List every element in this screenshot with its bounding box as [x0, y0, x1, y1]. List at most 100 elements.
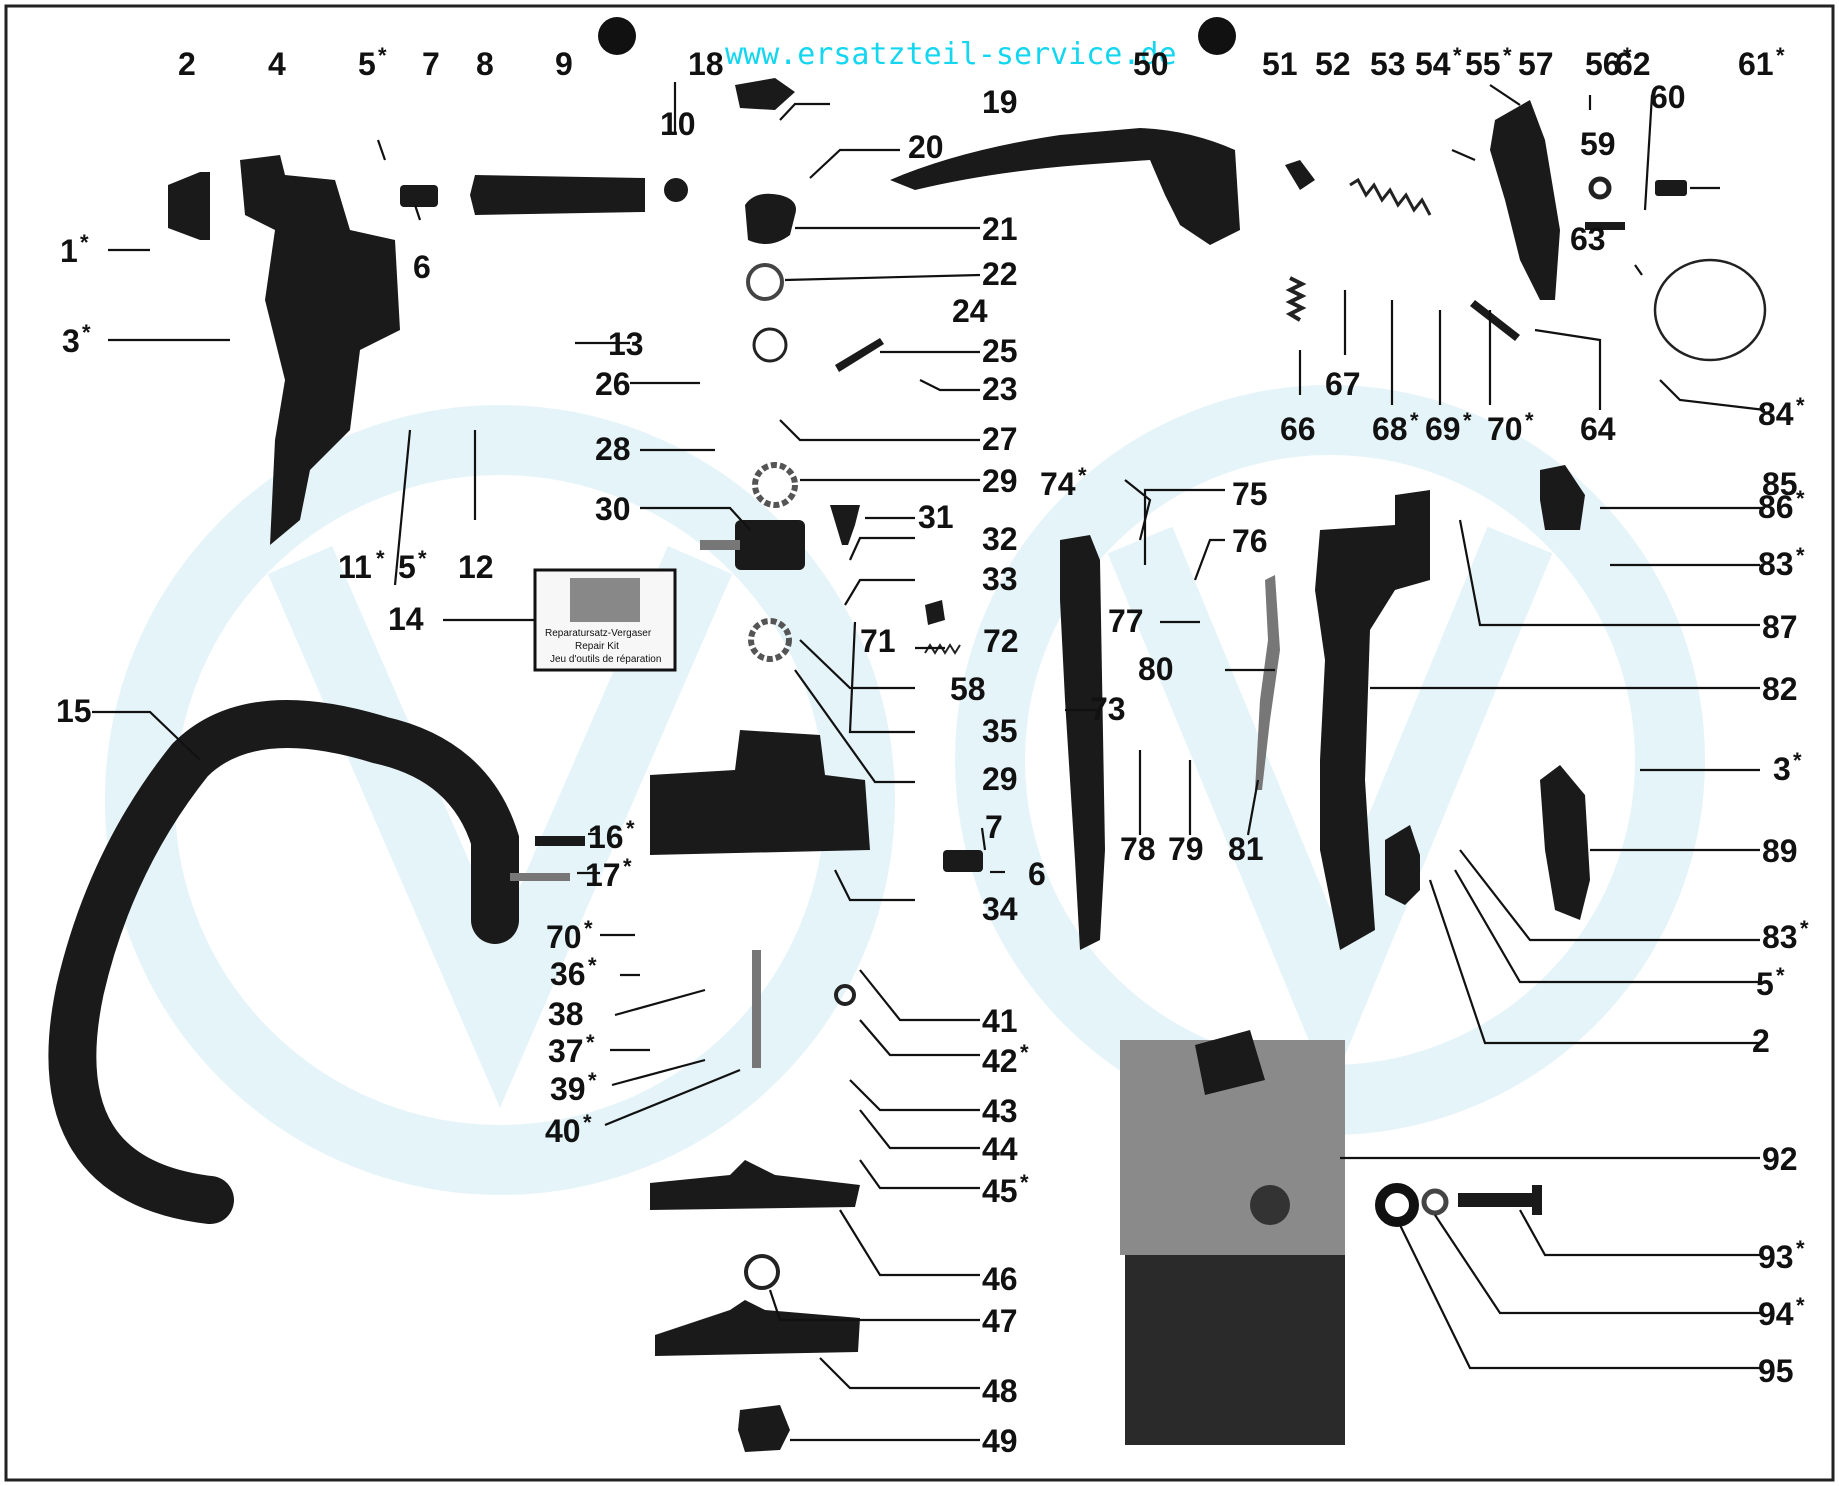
callout-star-5-2: * [418, 546, 427, 571]
callout-label-23: 23 [982, 371, 1018, 407]
part-94-washer [1421, 1188, 1449, 1216]
callout-label-84: 84 [1758, 396, 1794, 432]
part-7-sleeve [400, 185, 438, 207]
callout-label-11: 11 [338, 549, 372, 585]
part-16-pin [535, 836, 585, 846]
part-21-boot [745, 193, 796, 244]
callout-label-2-2: 2 [1752, 1023, 1770, 1059]
callout-label-27: 27 [982, 421, 1018, 457]
callout-label-44: 44 [982, 1131, 1018, 1167]
callout-label-16: 16 [588, 819, 624, 855]
callout-label-30: 30 [595, 491, 631, 527]
repair-kit-line2: Repair Kit [575, 641, 619, 652]
part-95-washer [1375, 1183, 1419, 1227]
part-60 [1655, 180, 1687, 196]
callout-label-78: 78 [1120, 831, 1156, 867]
callout-label-36: 36 [550, 956, 586, 992]
callout-label-39: 39 [550, 1071, 586, 1107]
callout-label-33: 33 [982, 561, 1018, 597]
callout-label-46: 46 [982, 1261, 1018, 1297]
part-7-lower-sleeve [943, 850, 983, 872]
callout-label-67: 67 [1325, 366, 1361, 402]
callout-label-2: 2 [178, 46, 196, 82]
callout-label-82: 82 [1762, 671, 1798, 707]
callout-label-29: 29 [982, 463, 1018, 499]
callout-label-21: 21 [982, 211, 1018, 247]
callout-label-28: 28 [595, 431, 631, 467]
callout-label-35: 35 [982, 713, 1018, 749]
callout-label-34: 34 [982, 891, 1018, 927]
part-80-link [1255, 575, 1280, 790]
callout-label-32: 32 [982, 521, 1018, 557]
callout-label-89: 89 [1762, 833, 1798, 869]
callout-label-7: 7 [422, 46, 440, 82]
callout-star-16: * [626, 816, 635, 841]
callout-label-20: 20 [908, 129, 944, 165]
callout-star-56: * [1623, 43, 1632, 68]
part-89 [1540, 765, 1590, 920]
callout-star-94: * [1796, 1293, 1805, 1318]
repair-kit-line3: Jeu d'outils de réparation [550, 654, 661, 665]
watermark-url: www.ersatzteil-service.de [725, 37, 1177, 72]
callout-label-70-2: 70 [546, 919, 582, 955]
callout-star-69: * [1463, 408, 1472, 433]
part-2-lower-cap [1385, 825, 1420, 905]
leader-lines [92, 82, 1766, 1442]
part-42-ring [834, 984, 856, 1006]
callout-label-26: 26 [595, 366, 631, 402]
callout-label-17: 17 [585, 857, 621, 893]
callout-label-60: 60 [1650, 79, 1686, 115]
callout-label-93: 93 [1758, 1239, 1794, 1275]
part-29-washer-top [752, 462, 798, 508]
callout-label-80: 80 [1138, 651, 1174, 687]
callout-label-15: 15 [56, 693, 92, 729]
callout-label-24: 24 [952, 293, 988, 329]
callout-label-69: 69 [1425, 411, 1461, 447]
callout-star-5-3: * [1776, 963, 1785, 988]
callout-star-5: * [378, 43, 387, 68]
callout-label-1: 1 [60, 233, 78, 269]
part-2-cap [168, 172, 210, 240]
repair-kit-box: Reparatursatz-Vergaser Repair Kit Jeu d'… [533, 568, 677, 672]
callout-star-40: * [583, 1110, 592, 1135]
part-93-bolt [1458, 1193, 1538, 1207]
part-49-knob [738, 1405, 790, 1452]
callout-label-45: 45 [982, 1173, 1018, 1209]
callout-label-31: 31 [918, 499, 954, 535]
callout-label-10: 10 [660, 106, 696, 142]
part-23-ring [752, 327, 788, 363]
part-22-ring [746, 263, 784, 301]
callout-label-19: 19 [982, 84, 1018, 120]
part-64-cable-end [1470, 300, 1520, 341]
punch-hole-right [1198, 17, 1236, 55]
callout-label-59: 59 [1580, 126, 1616, 162]
part-92-bolt-hole [1250, 1185, 1290, 1225]
part-31-plug [830, 505, 860, 545]
part-85 [1540, 465, 1585, 530]
callout-label-13: 13 [608, 326, 644, 362]
callout-label-54: 54 [1415, 46, 1451, 82]
part-47-circlip [744, 1254, 780, 1290]
callout-label-22: 22 [982, 256, 1018, 292]
callout-label-79: 79 [1168, 831, 1204, 867]
callout-label-3: 3 [62, 323, 80, 359]
callout-label-49: 49 [982, 1423, 1018, 1459]
part-9-grip-tube [470, 175, 645, 215]
callout-star-84: * [1796, 393, 1805, 418]
callout-label-72: 72 [983, 623, 1019, 659]
part-50-lever [890, 128, 1240, 245]
callout-label-86: 86 [1758, 489, 1794, 525]
callout-label-74: 74 [1040, 466, 1076, 502]
callout-star-39: * [588, 1068, 597, 1093]
callout-label-6-2: 6 [1028, 856, 1046, 892]
callout-star-17: * [623, 854, 632, 879]
callout-star-70: * [1525, 408, 1534, 433]
callout-label-62: 62 [1615, 46, 1651, 82]
repair-kit-line1: Reparatursatz-Vergaser [545, 628, 652, 639]
part-34-body [650, 730, 870, 855]
callout-label-68: 68 [1372, 411, 1408, 447]
callout-label-77: 77 [1108, 603, 1144, 639]
part-51 [1285, 160, 1315, 190]
